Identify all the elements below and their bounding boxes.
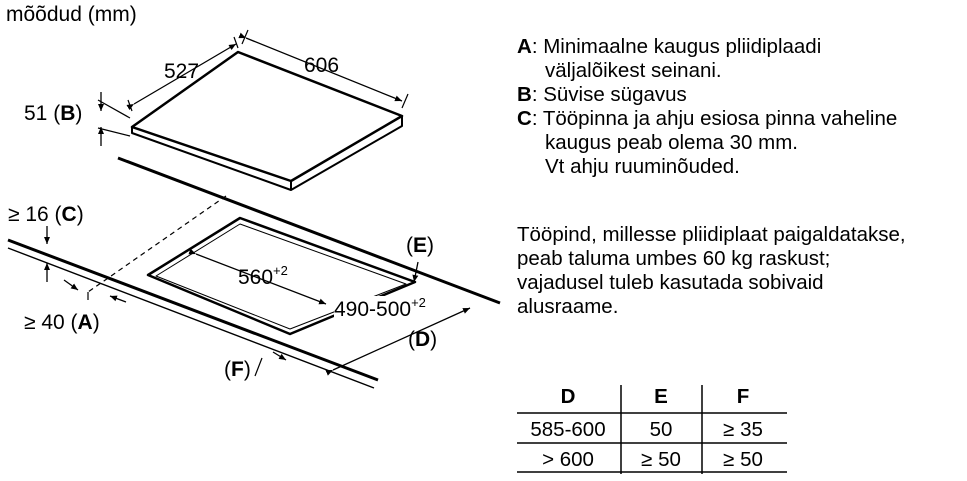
worktop-note: Tööpind, millesse pliidiplaat paigaldata… [517,223,906,318]
dim-560-label: 560+2 [238,263,288,289]
dim-490-500-D: 490-500+2 (D) [325,295,471,376]
dim-527: 527 [126,36,239,112]
dim-51-B: 51 (B) [24,92,131,146]
dim-16-C: ≥ 16 (C) [8,203,84,282]
note-line3: vajadusel tuleb kasutada sobivaid [517,271,824,294]
table-cell: > 600 [542,448,594,471]
worktop-rear-edge [117,156,501,305]
note-line2: peab taluma umbes 60 kg raskust; [517,247,830,270]
worktop-front-thickness [7,247,375,389]
dim-606-label: 606 [304,54,339,77]
units-label: mõõdud (mm) [6,3,137,26]
table-cell: 585-600 [530,418,605,441]
table-cell: ≥ 35 [723,418,763,441]
dim-E-label: (E) [406,234,434,257]
legend-A-line2: väljalõikest seinani. [545,59,722,82]
worktop-cutout [146,216,417,336]
alignment-dashed-line [87,195,227,293]
dim-16-label: ≥ 16 (C) [8,203,84,226]
dim-40-label: ≥ 40 (A) [24,311,100,334]
table-header-E: E [654,385,668,408]
worktop-drawing [7,156,501,389]
dim-F: (F) [224,351,287,381]
note-line4: alusraame. [517,295,618,318]
worktop-cutout-inner [155,223,407,330]
legend-C-line3: Vt ahju ruuminõuded. [545,155,740,178]
table-cell: 50 [650,418,673,441]
dim-40-A: ≥ 40 (A) [24,279,127,334]
dim-E: (E) [406,234,434,283]
dim-F-label: (F) [224,358,251,381]
dim-560: 560+2 [188,248,327,305]
dim-D-label: (D) [408,328,437,351]
dim-606: 606 [238,29,409,109]
dim-51-label: 51 (B) [24,102,82,125]
table-header-F: F [737,385,750,408]
legend-A-line1: A: Minimaalne kaugus pliidiplaadi [517,35,821,58]
legend-C-line1: C: Tööpinna ja ahju esiosa pinna vahelin… [517,107,897,130]
table-cell: ≥ 50 [723,448,763,471]
table-cell: ≥ 50 [641,448,681,471]
table-header-D: D [561,385,576,408]
legend-C-line2: kaugus peab olema 30 mm. [545,131,798,154]
legend: A: Minimaalne kaugus pliidiplaadi väljal… [517,35,897,178]
worktop-front-edge [7,238,379,382]
dim-527-label: 527 [164,60,199,83]
clearance-table: D E F 585-600 50 ≥ 35 > 600 ≥ 50 ≥ 50 [517,385,787,474]
note-line1: Tööpind, millesse pliidiplaat paigaldata… [517,223,906,246]
legend-B-line1: B: Süvise sügavus [517,83,687,106]
dim-490-500-label: 490-500+2 [334,295,426,321]
